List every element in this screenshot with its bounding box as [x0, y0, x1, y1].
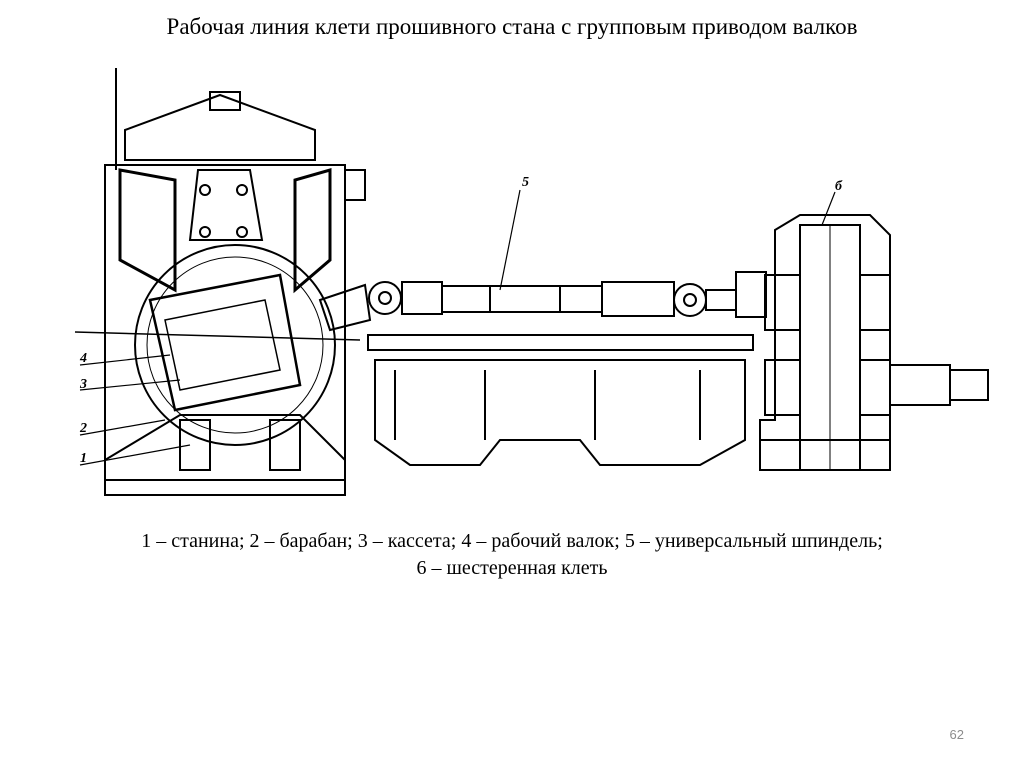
label-2: 2 [79, 421, 87, 436]
label-3: 3 [79, 377, 87, 392]
spindle-bed [367, 334, 754, 466]
universal-spindle [318, 271, 767, 332]
label-5: 5 [522, 175, 529, 190]
figure-caption: 1 – станина; 2 – барабан; 3 – кассета; 4… [0, 528, 1024, 582]
leader-lines [79, 189, 836, 466]
page-number: 62 [949, 727, 964, 742]
mill-stand [104, 68, 366, 496]
caption-line-1: 1 – станина; 2 – барабан; 3 – кассета; 4… [141, 530, 883, 552]
gear-stand [759, 214, 989, 471]
caption-line-2: 6 – шестеренная клеть [416, 557, 608, 579]
label-1: 1 [80, 451, 87, 466]
drum [74, 244, 361, 446]
label-4: 4 [79, 351, 87, 366]
slide-title: Рабочая линия клети прошивного стана с г… [166, 14, 858, 39]
label-6: б [835, 179, 843, 194]
